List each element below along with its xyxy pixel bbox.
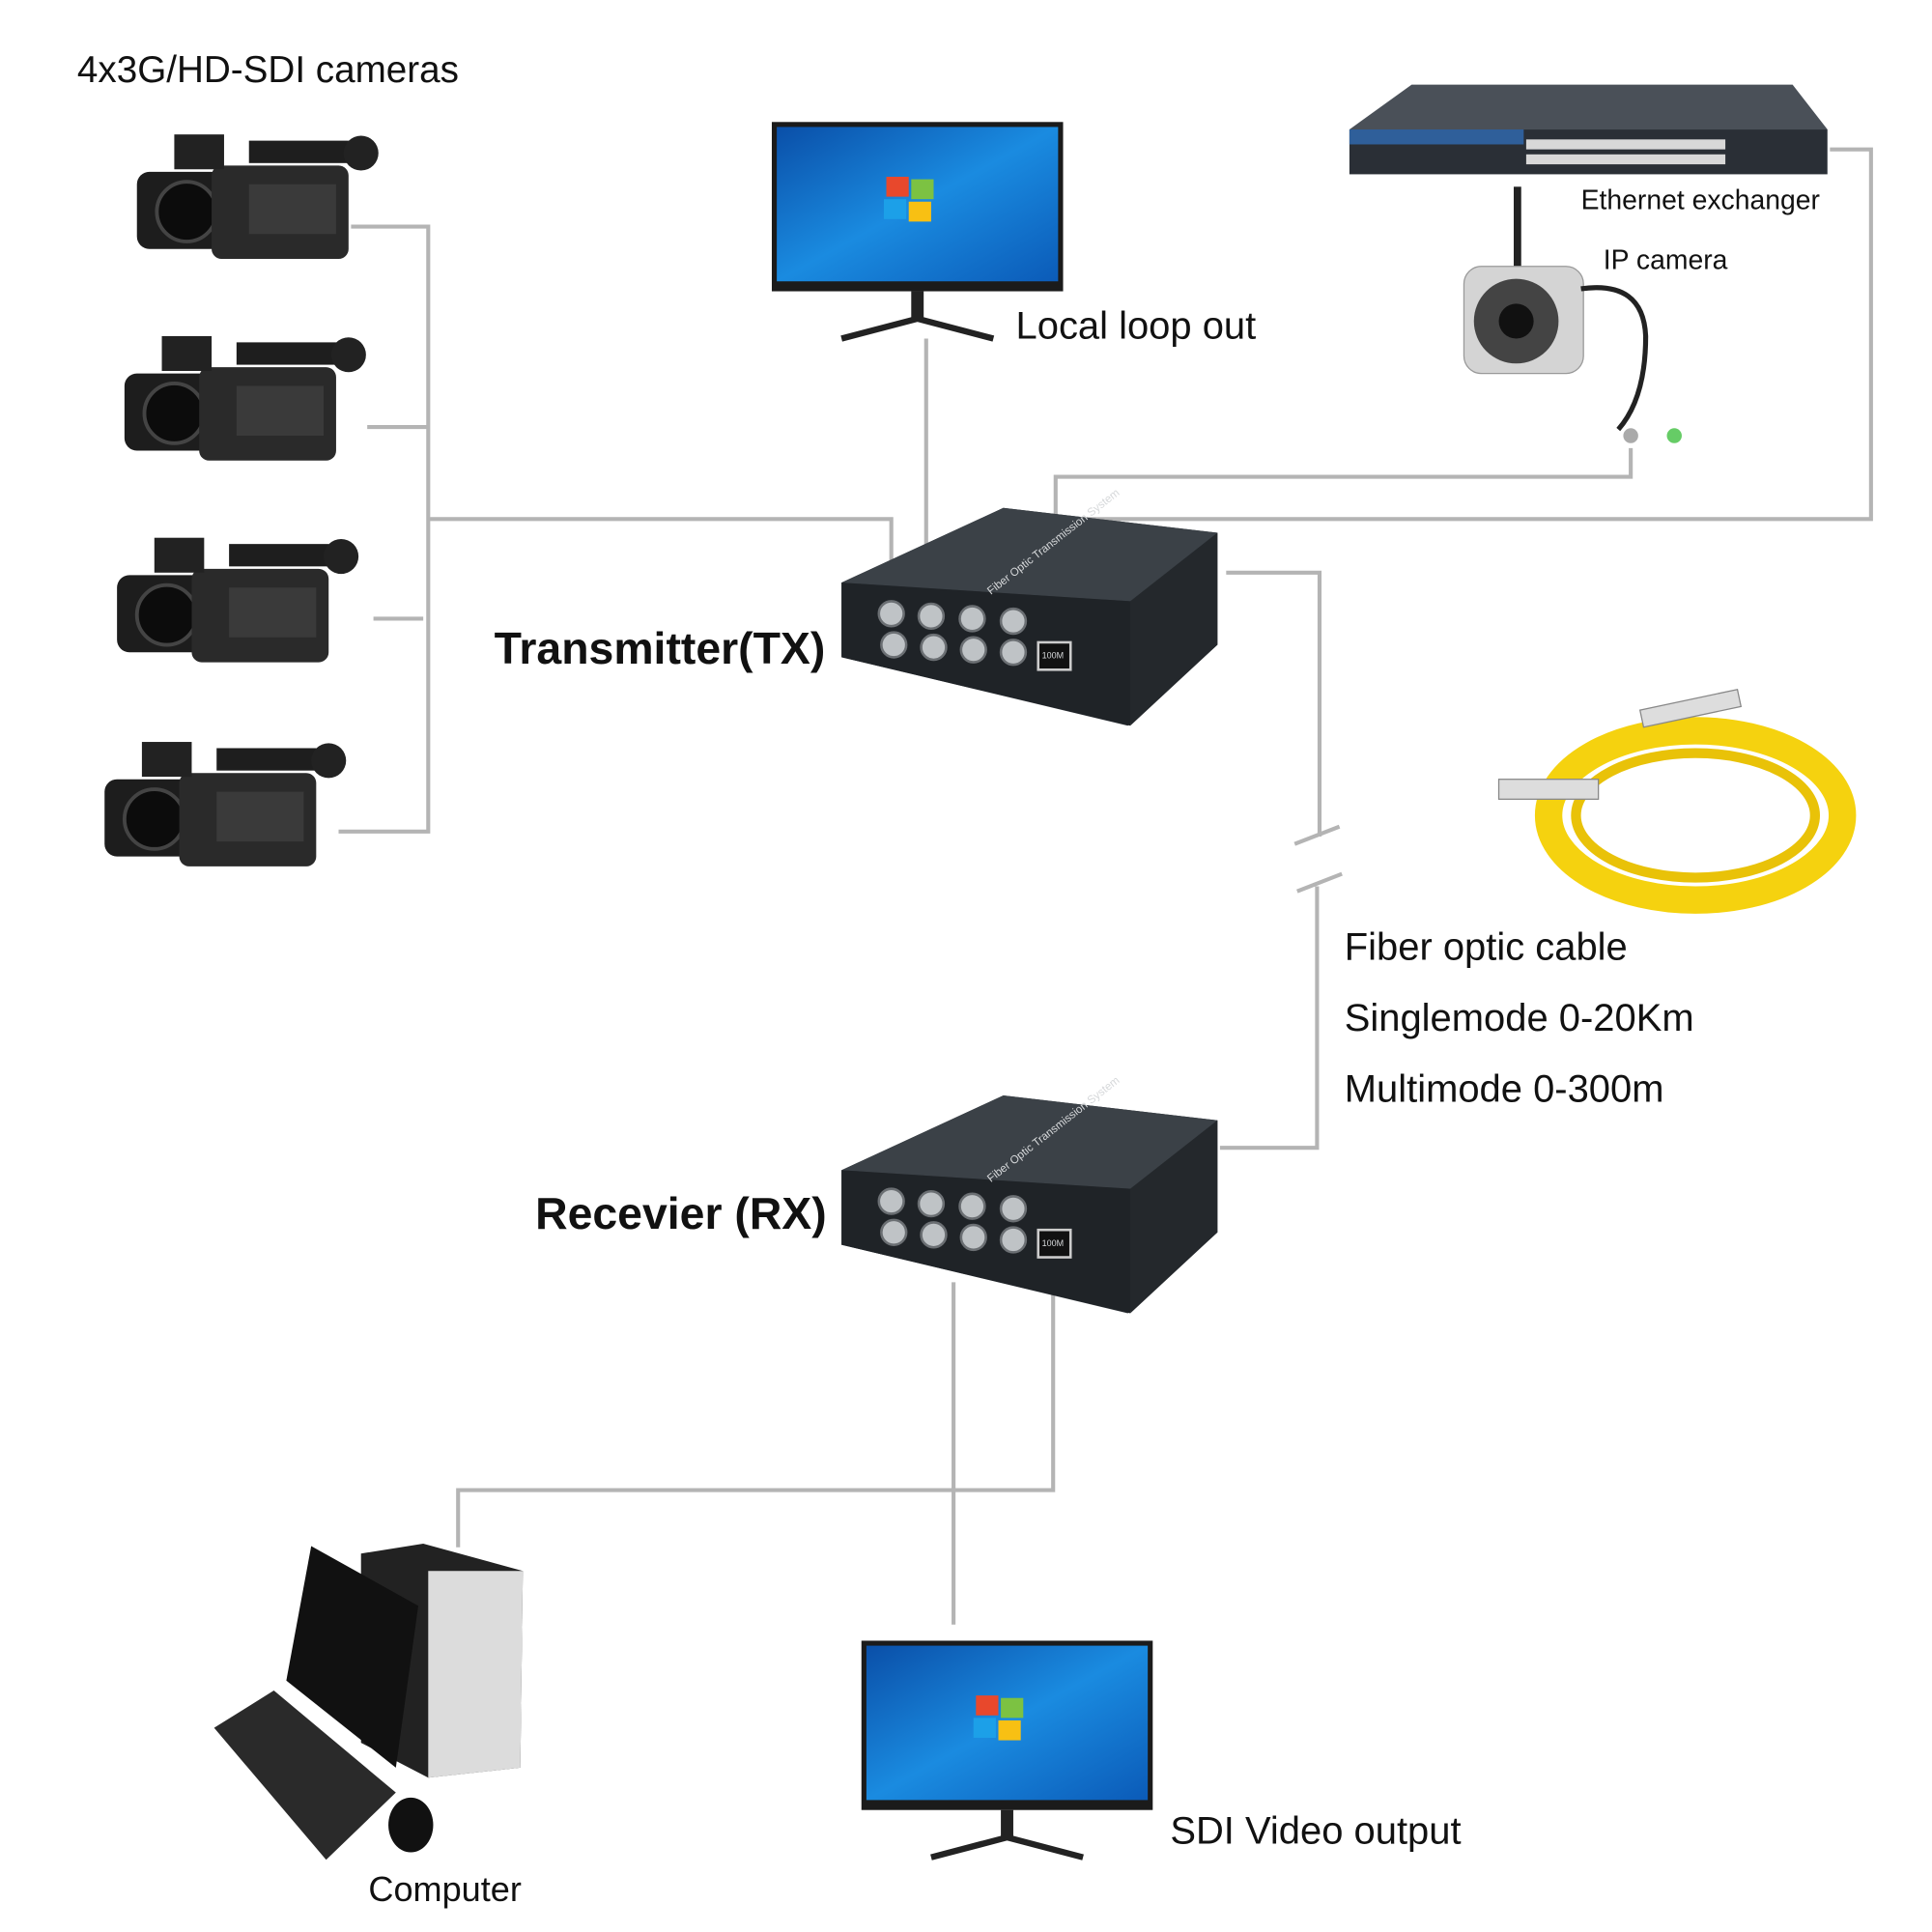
camera-icon <box>102 740 349 868</box>
switch-label: Ethernet exchanger <box>1581 185 1820 215</box>
receiver-device-icon <box>839 1094 1219 1315</box>
sdi-cameras <box>102 132 381 868</box>
computer-icon <box>213 1543 524 1861</box>
rx-output-wires <box>456 1282 1056 1625</box>
sdi-output-monitor-icon <box>862 1640 1153 1857</box>
transmitter-port-label: 100M <box>1042 651 1065 661</box>
fiber-link-wire <box>1219 570 1322 1151</box>
camera-icon <box>122 334 368 463</box>
fiber-cable-icon <box>1497 688 1857 914</box>
camera-bus-wire <box>338 224 894 834</box>
fiber-title-label: Fiber optic cable <box>1345 926 1628 969</box>
ethernet-switch-icon <box>1349 84 1828 175</box>
ip-camera-label: IP camera <box>1604 244 1728 275</box>
transmitter-label: Transmitter(TX) <box>495 623 826 673</box>
receiver-port-label: 100M <box>1042 1238 1065 1248</box>
fiber-multimode-label: Multimode 0-300m <box>1345 1067 1664 1110</box>
sdi-output-label: SDI Video output <box>1170 1810 1461 1853</box>
receiver-label: Recevier (RX) <box>535 1188 827 1238</box>
local-loop-label: Local loop out <box>1016 305 1257 348</box>
computer-label: Computer <box>368 1869 521 1909</box>
camera-icon <box>134 132 381 261</box>
fiber-break-mark <box>1293 824 1343 894</box>
fiber-singlemode-label: Singlemode 0-20Km <box>1345 997 1694 1039</box>
ip-camera-icon <box>1463 186 1682 443</box>
cameras-label: 4x3G/HD-SDI cameras <box>77 49 459 91</box>
camera-icon <box>115 535 361 665</box>
transmitter-device-icon <box>839 506 1219 727</box>
